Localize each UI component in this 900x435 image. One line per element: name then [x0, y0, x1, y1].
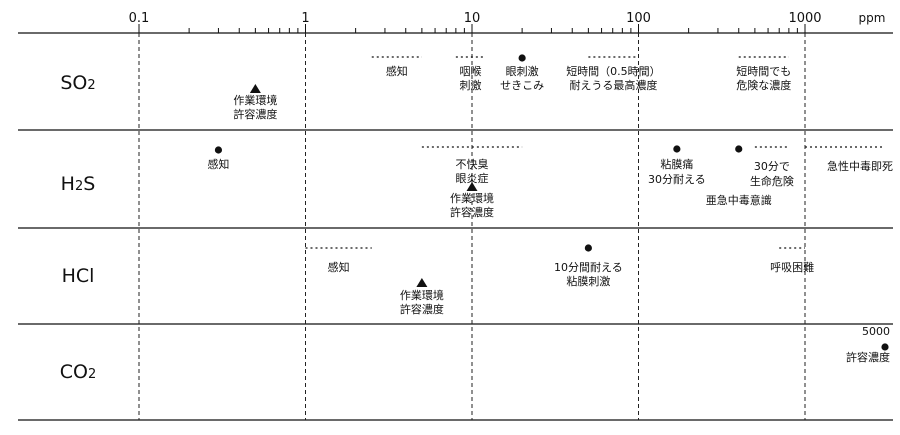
- range-label: 感知: [386, 64, 408, 78]
- data-point-triangle: [416, 278, 428, 287]
- range-label: 呼吸困難: [770, 261, 814, 274]
- range-label: 眼炎症: [456, 171, 489, 185]
- data-point-label: 感知: [207, 157, 229, 171]
- range-label: 短時間でも: [736, 64, 791, 78]
- data-point-label: 許容濃度: [450, 205, 494, 219]
- row-label: HCl: [62, 265, 95, 287]
- data-point-circle: [735, 145, 743, 153]
- data-point-label: 許容濃度: [400, 302, 444, 316]
- range-label: 刺激: [460, 78, 482, 92]
- data-point-label: 10分間耐える: [554, 261, 623, 274]
- range-label: 生命危険: [750, 174, 794, 188]
- data-point-label: 作業環境: [400, 288, 444, 302]
- range-label: 感知: [328, 260, 350, 274]
- row-label: SO2: [60, 72, 95, 94]
- data-point-label: 亜急中毒意識: [706, 193, 772, 207]
- data-point-label: 作業環境: [233, 93, 277, 107]
- grid-layer: [18, 32, 893, 421]
- x-tick-label: 1000: [788, 11, 821, 26]
- data-point-label: せきこみ: [500, 79, 544, 92]
- data-point-circle: [214, 146, 223, 154]
- x-tick-label: 100: [626, 11, 651, 26]
- x-tick-label: 10: [464, 11, 481, 26]
- data-point-circle: [881, 343, 889, 351]
- range-label: 急性中毒即死: [827, 159, 893, 173]
- data-point-circle: [584, 244, 592, 252]
- tick-layer: [138, 24, 806, 33]
- mark-layer: 作業環境許容濃度眼刺激せきこみ感知咽喉刺激短時間（0.5時間）耐えうる最高濃度短…: [207, 54, 893, 364]
- x-tick-label: 1: [301, 11, 309, 26]
- range-label: 短時間（0.5時間）: [566, 64, 661, 78]
- data-point-triangle: [466, 182, 478, 191]
- range-label: 不快臭: [456, 157, 489, 171]
- data-point-label: 作業環境: [450, 191, 494, 205]
- range-label: 危険な濃度: [736, 78, 791, 92]
- range-label: 咽喉: [460, 65, 482, 78]
- row-label: CO2: [60, 361, 97, 383]
- data-point-label: 眼刺激: [506, 64, 539, 78]
- range-label: 30分で: [754, 160, 790, 173]
- data-point-circle: [673, 145, 681, 153]
- data-point-circle: [518, 54, 526, 62]
- range-label: 耐えうる最高濃度: [569, 78, 657, 92]
- data-point-label: 5000: [862, 325, 890, 338]
- data-point-label: 30分耐える: [648, 173, 706, 186]
- axis-label-layer: 0.1 1 10 100 1000 ppm: [129, 11, 886, 26]
- data-point-label: 許容濃度: [846, 350, 890, 364]
- data-point-triangle: [249, 84, 261, 93]
- row-label: H2S: [61, 173, 96, 195]
- data-point-label: 許容濃度: [233, 107, 277, 121]
- x-unit-label: ppm: [859, 11, 886, 25]
- data-point-label: 粘膜刺激: [566, 274, 610, 288]
- data-point-label: 粘膜痛: [660, 157, 693, 171]
- x-tick-label: 0.1: [129, 11, 150, 26]
